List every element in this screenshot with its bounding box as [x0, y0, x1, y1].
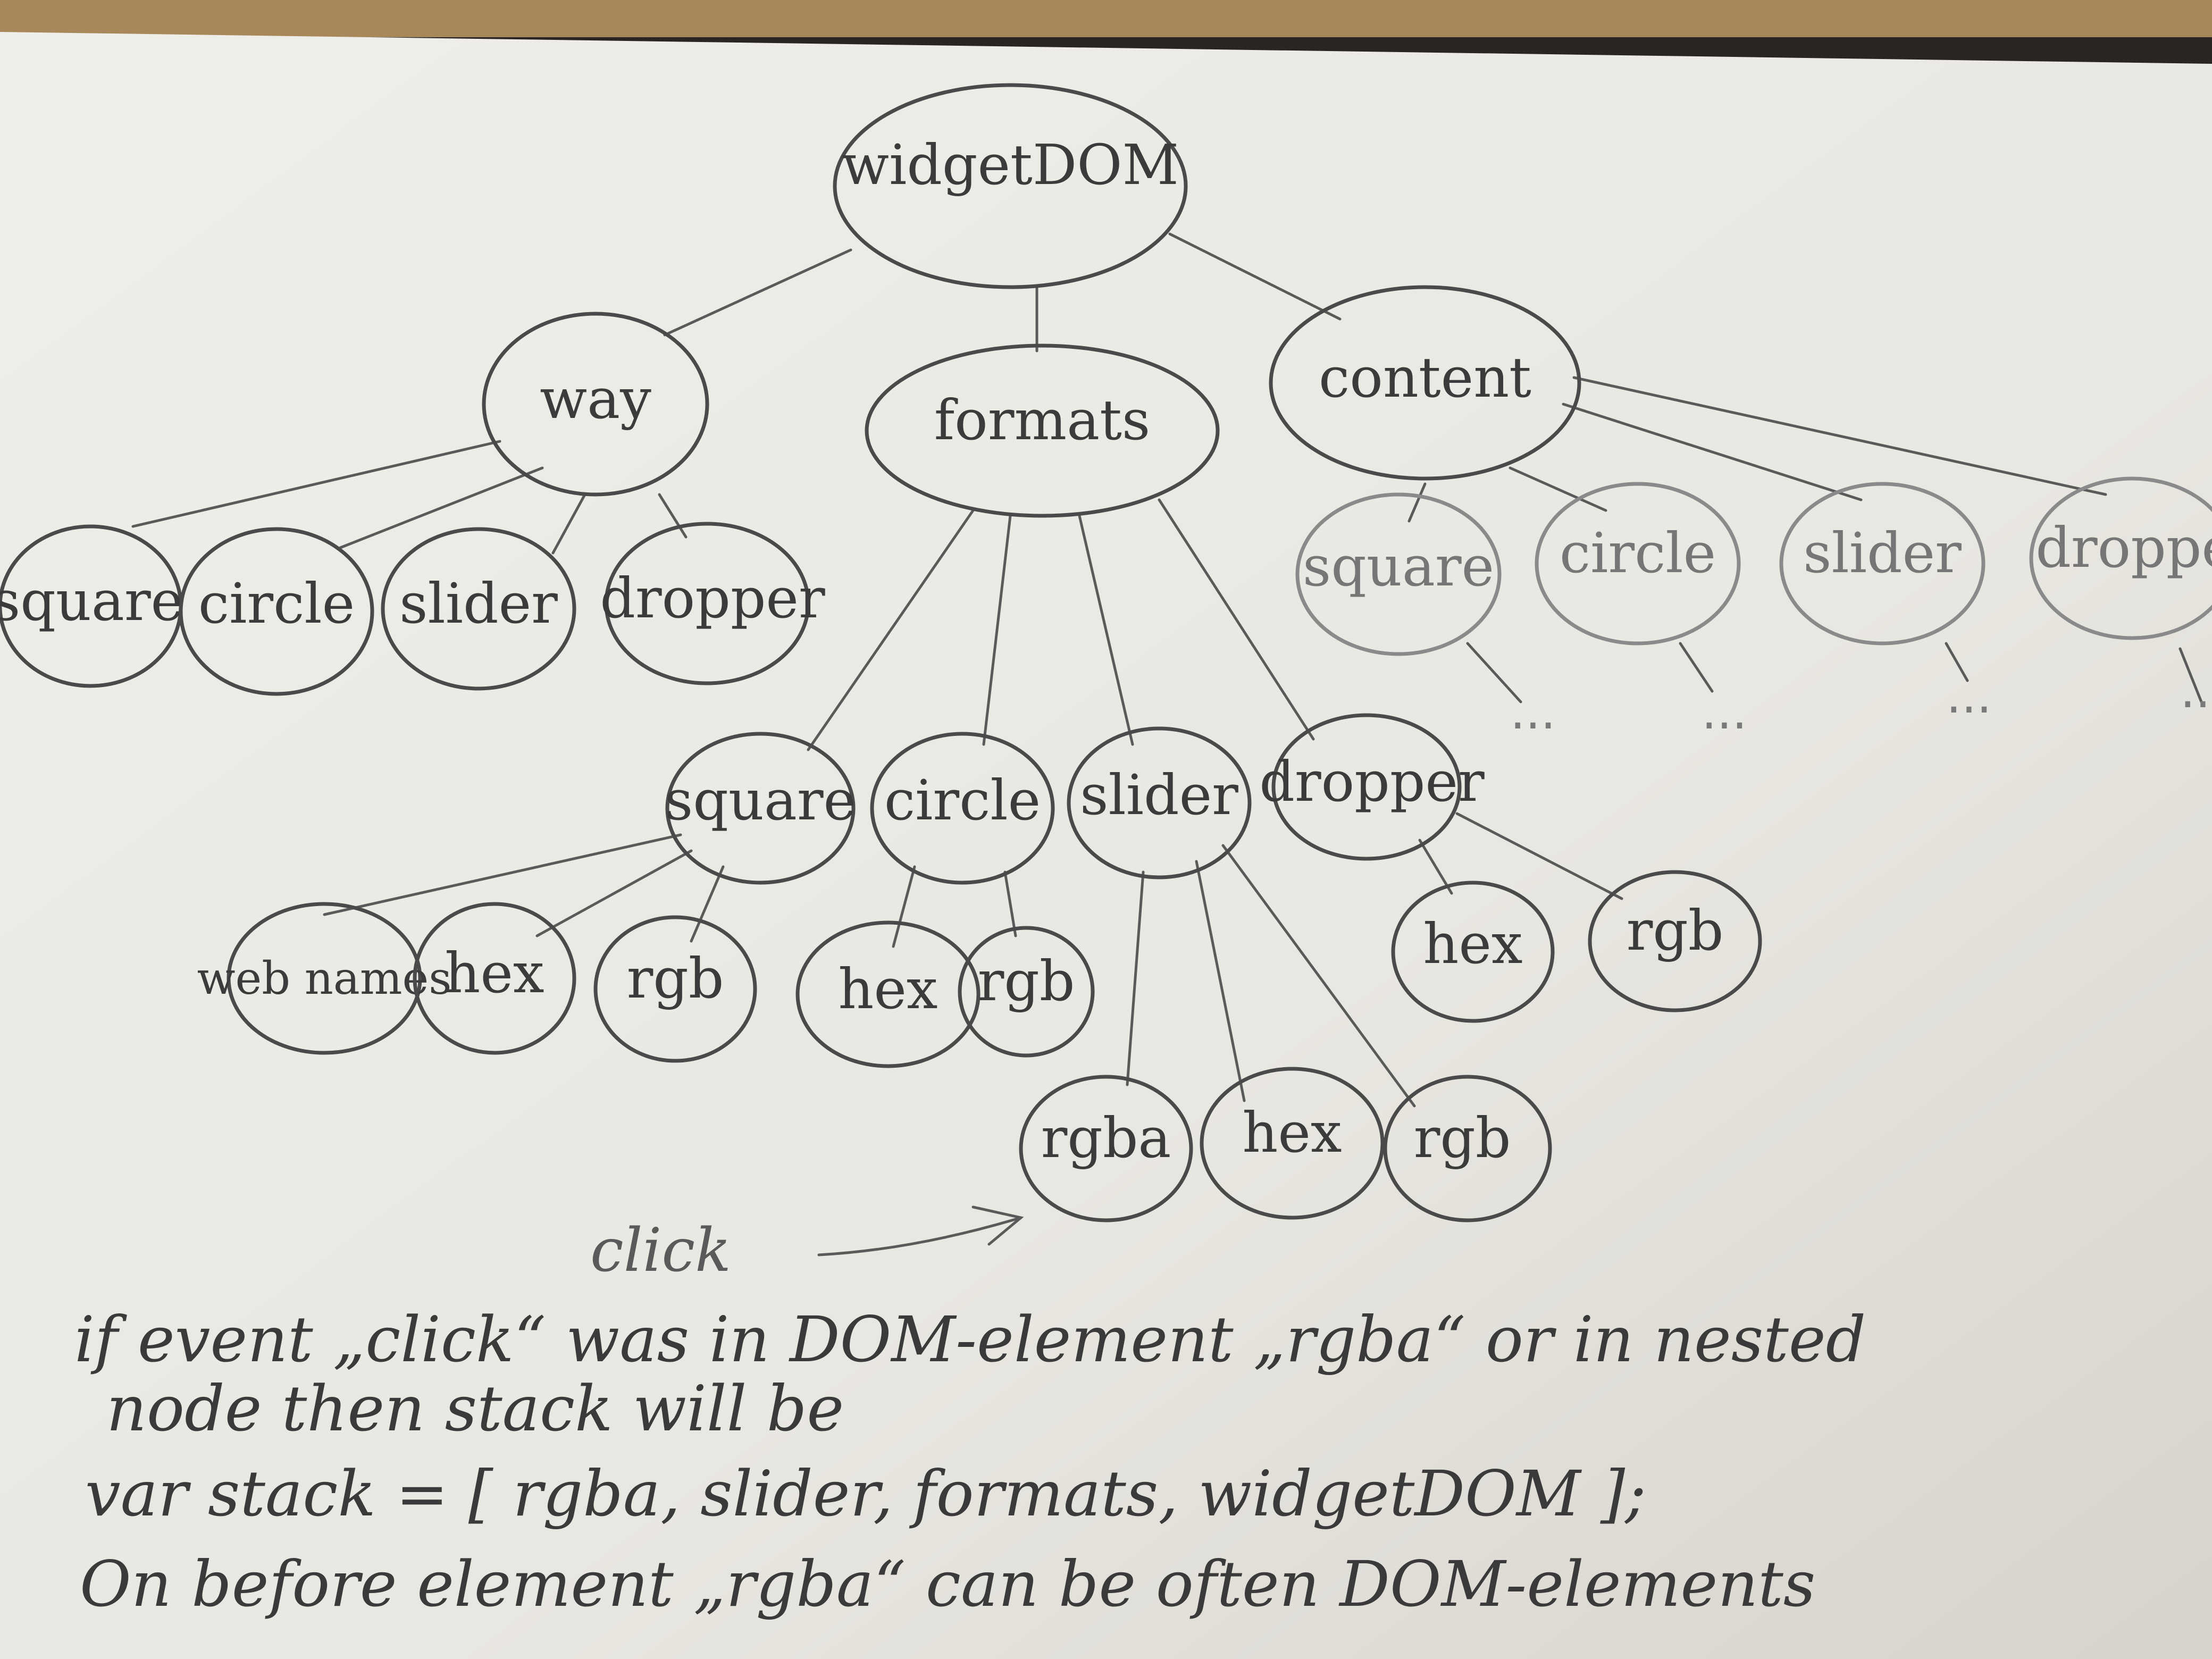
edge-dropper-hex: [1418, 839, 1453, 895]
node-way-circle-ellipse: [179, 527, 374, 696]
edge-root-way: [663, 248, 852, 337]
edge-square-webnames: [323, 833, 682, 916]
node-formats-dropper-ellipse: [1271, 713, 1462, 861]
edge-square-hex: [535, 849, 693, 937]
node-webnames-label: web names: [197, 952, 452, 1004]
node-content-circle-ellipse: [1535, 482, 1741, 646]
edge-content-square-cont: [1466, 642, 1522, 703]
edge-dropper-rgb: [1455, 812, 1623, 900]
edge-root-content: [1168, 232, 1342, 321]
note-line-3: var stack = [ rgba, slider, formats, wid…: [85, 1457, 1646, 1530]
node-way-label: way: [540, 366, 651, 431]
node-dropper-hex-ellipse: [1391, 881, 1555, 1023]
node-formats-slider-ellipse: [1067, 726, 1252, 879]
node-slider-rgb-ellipse: [1383, 1075, 1552, 1222]
node-square-rgb-label: rgb: [627, 946, 724, 1011]
edge-content-circle-cont: [1679, 642, 1714, 693]
node-content-dropper-label: dropper: [2035, 515, 2212, 580]
node-formats-slider-label: slider: [1080, 763, 1238, 827]
node-formats-label: formats: [934, 388, 1151, 453]
node-circle-hex-label: hex: [838, 957, 937, 1021]
node-dropper-rgb-ellipse: [1588, 870, 1762, 1012]
node-circle-rgb-ellipse: [958, 926, 1095, 1058]
node-dropper-rgb-label: rgb: [1627, 898, 1724, 963]
edge-content-square: [1407, 482, 1427, 523]
edge-slider-rgba: [1126, 870, 1145, 1086]
ellipsis-content-square: ...: [1510, 684, 1556, 740]
node-slider-hex-label: hex: [1242, 1100, 1342, 1165]
edge-content-slider: [1562, 403, 1863, 501]
paper-background: [0, 32, 2212, 1659]
edge-square-rgb: [690, 865, 725, 943]
node-formats-square-ellipse: [665, 732, 856, 885]
node-way-dropper-ellipse: [604, 522, 810, 685]
node-content-square-label: square: [1303, 534, 1494, 599]
node-square-rgb-ellipse: [593, 915, 757, 1063]
node-content-square-ellipse: [1295, 492, 1502, 656]
node-square-hex-ellipse: [413, 902, 576, 1055]
edge-content-dropper: [1572, 376, 2107, 496]
note-line-1: if event „click“ was in DOM-element „rgb…: [74, 1303, 1866, 1376]
edge-way-circle: [339, 466, 544, 549]
click-arrow-head: [971, 1205, 1024, 1246]
edge-circle-hex: [892, 865, 916, 948]
edge-slider-hex: [1195, 860, 1246, 1102]
edge-content-slider-cont: [1945, 642, 1969, 682]
edge-way-slider: [551, 493, 586, 555]
click-arrow-line: [817, 1216, 1023, 1256]
node-rgba-label: rgba: [1041, 1105, 1171, 1170]
node-dropper-hex-label: hex: [1423, 911, 1522, 976]
edges: [131, 232, 2203, 1256]
ellipsis-content-circle: ...: [1702, 684, 1747, 740]
node-content-dropper-ellipse: [2029, 476, 2212, 640]
node-formats-circle-label: circle: [884, 768, 1041, 833]
edge-formats-square: [807, 509, 975, 751]
node-square-hex-label: hex: [445, 941, 544, 1006]
node-root-ellipse: [833, 83, 1188, 289]
node-webnames-ellipse: [227, 902, 422, 1055]
node-slider-rgb-label: rgb: [1414, 1105, 1511, 1170]
handwritten-note: if event „click“ was in DOM-element „rgb…: [74, 1303, 1866, 1621]
click-label: click: [590, 1216, 731, 1285]
node-circle-hex-ellipse: [795, 920, 981, 1068]
node-formats-ellipse: [865, 343, 1220, 518]
node-formats-circle-ellipse: [870, 732, 1055, 885]
node-content-slider-label: slider: [1803, 521, 1962, 585]
ellipsis-content-slider: ...: [1946, 668, 1992, 724]
node-formats-dropper-label: dropper: [1259, 749, 1485, 814]
note-line-4: On before element „rgba“ can be often DO…: [80, 1547, 1815, 1621]
edge-way-square: [131, 440, 501, 528]
edge-content-dropper-cont: [2179, 647, 2203, 703]
node-rgba-ellipse: [1019, 1075, 1193, 1222]
node-way-dropper-label: dropper: [600, 566, 825, 631]
node-way-slider-label: slider: [399, 571, 558, 636]
node-way-ellipse: [482, 312, 709, 497]
edge-formats-slider: [1078, 514, 1134, 746]
node-content-label: content: [1319, 345, 1531, 410]
node-circle-rgb-label: rgb: [978, 949, 1075, 1013]
node-content-ellipse: [1269, 285, 1581, 481]
node-way-circle-label: circle: [198, 571, 355, 636]
node-content-circle-label: circle: [1560, 521, 1716, 585]
node-formats-square-label: square: [665, 768, 856, 833]
node-content-slider-ellipse: [1779, 482, 1985, 646]
edge-slider-rgb: [1221, 844, 1416, 1108]
note-line-2: node then stack will be: [106, 1372, 844, 1445]
edge-way-dropper: [658, 493, 688, 539]
edge-circle-rgb: [1003, 870, 1017, 937]
edge-formats-dropper: [1158, 498, 1315, 741]
node-root-label: widgetDOM: [842, 132, 1179, 197]
node-way-slider-ellipse: [381, 527, 576, 691]
node-way-square-label: square: [0, 568, 183, 633]
table-edge: [0, 0, 2212, 37]
nodes: widgetDOM way formats content square cir…: [0, 83, 2212, 1285]
node-slider-hex-ellipse: [1200, 1067, 1385, 1220]
edge-formats-circle: [982, 514, 1012, 746]
edge-content-circle: [1509, 466, 1607, 512]
ellipsis-content-dropper: ...: [2180, 663, 2212, 719]
